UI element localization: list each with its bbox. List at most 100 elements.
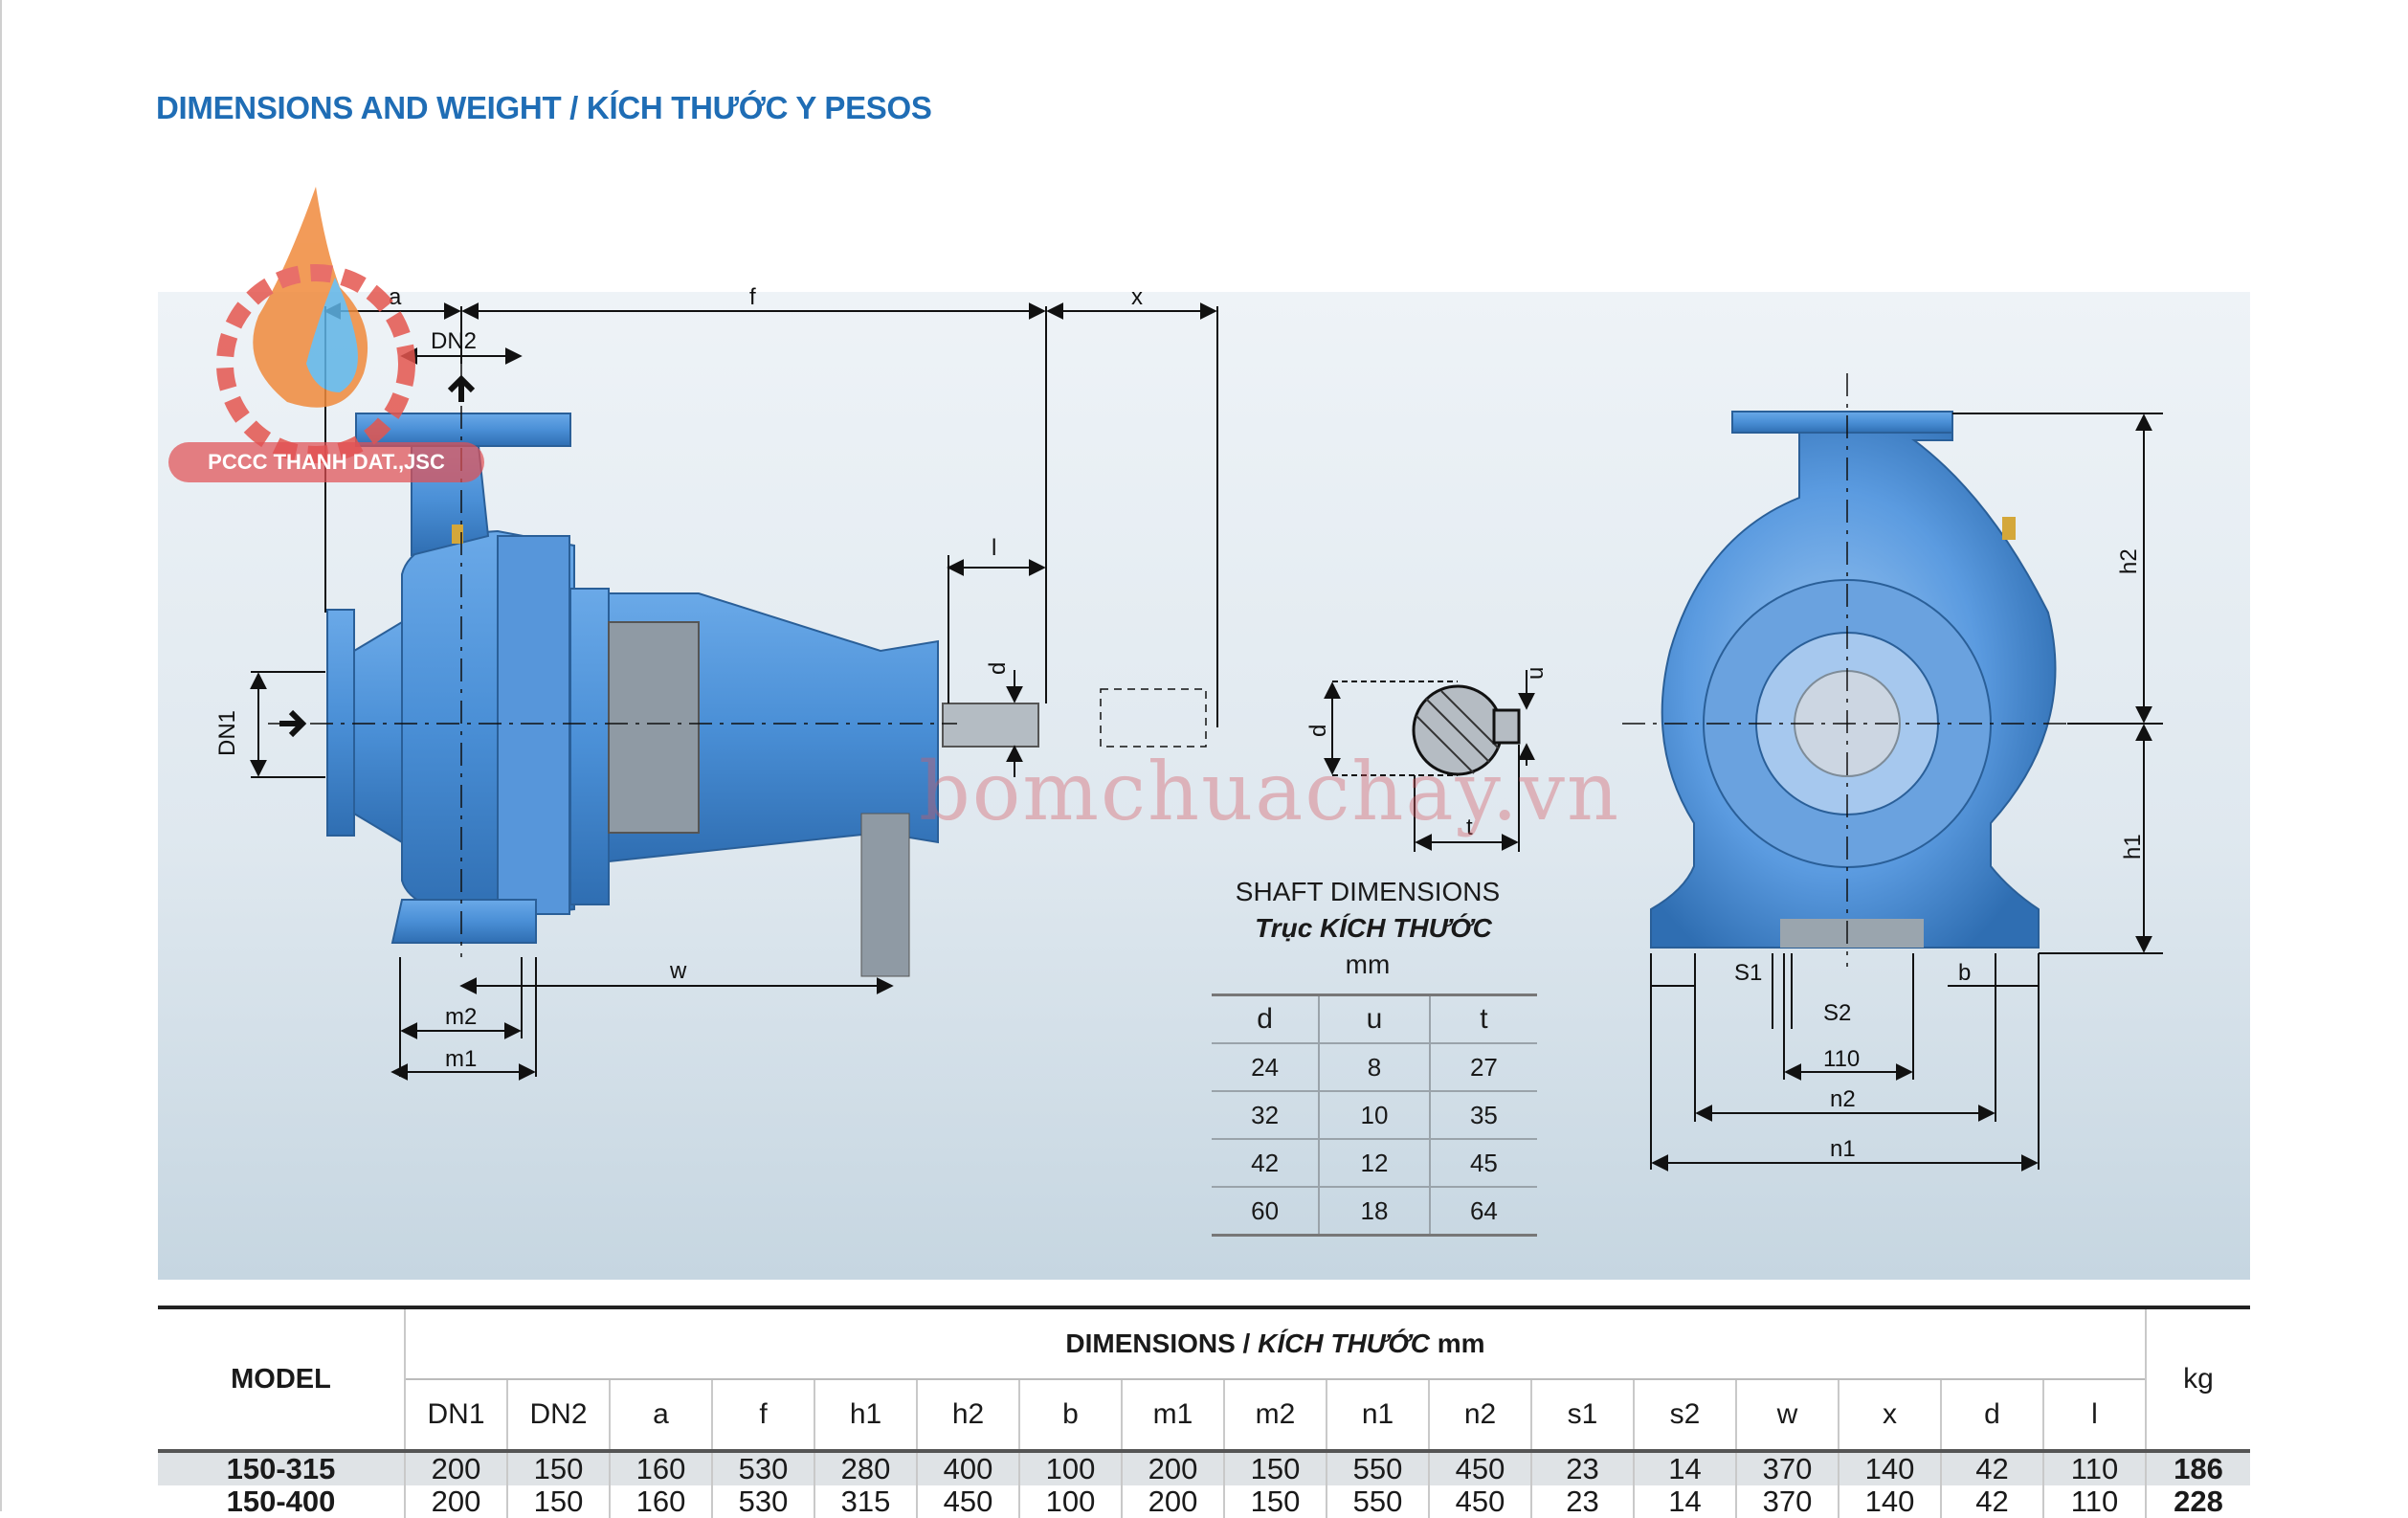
dimension-cell: 200 (404, 1485, 507, 1518)
dimension-cell: 150 (506, 1485, 610, 1518)
table-row: 32 10 35 (1212, 1091, 1537, 1140)
column-header: h2 (916, 1378, 1019, 1451)
weight-cell: 228 (2145, 1485, 2250, 1518)
dimension-cell: 140 (1838, 1485, 1941, 1518)
dimension-cell: 315 (814, 1485, 917, 1518)
watermark: bomchuachay.vn (919, 745, 1621, 838)
dimension-cell: 530 (711, 1485, 814, 1518)
front-view-pump (1650, 411, 2057, 949)
weight-cell: 186 (2145, 1449, 2250, 1485)
label-t: t (1466, 815, 1473, 840)
dimension-cell: 370 (1735, 1449, 1839, 1485)
label-l: l (992, 535, 996, 561)
dimension-cell: 200 (404, 1449, 507, 1485)
dimension-cell: 160 (609, 1449, 712, 1485)
dimensions-header: DIMENSIONS / KÍCH THƯỚC mm (405, 1306, 2146, 1379)
label-m2: m2 (445, 1004, 477, 1030)
shaft-header-d: d (1212, 993, 1320, 1044)
label-d-shaft: d (1305, 725, 1331, 737)
column-header: n2 (1428, 1378, 1531, 1451)
column-header: m1 (1121, 1378, 1224, 1451)
label-110: 110 (1823, 1046, 1860, 1072)
column-header: x (1838, 1378, 1941, 1451)
column-header: n1 (1326, 1378, 1429, 1451)
side-view-dimensions (250, 302, 1218, 1081)
shaft-subtitle: Trục KÍCH THƯỚC (1255, 913, 1492, 943)
shaft-header-t: t (1428, 993, 1537, 1044)
label-x: x (1131, 284, 1143, 310)
kg-header: kg (2145, 1306, 2250, 1451)
label-dn1: DN1 (214, 710, 240, 756)
label-m1: m1 (445, 1046, 477, 1072)
label-h2: h2 (2116, 548, 2142, 574)
dimension-cell: 150 (506, 1449, 610, 1485)
label-w: w (669, 958, 687, 984)
shaft-title: SHAFT DIMENSIONS (1235, 877, 1501, 906)
page-title: DIMENSIONS AND WEIGHT / KÍCH THƯỚC Y PES… (156, 90, 932, 125)
label-dn2: DN2 (431, 328, 477, 354)
label-u: u (1523, 667, 1549, 680)
column-header: l (2042, 1378, 2146, 1451)
table-row: 24 8 27 (1212, 1043, 1537, 1092)
dimension-cell: 450 (916, 1485, 1019, 1518)
dimension-cell: 530 (711, 1449, 814, 1485)
label-f: f (749, 284, 756, 310)
column-header: DN2 (506, 1378, 610, 1451)
model-cell: 150-315 (158, 1449, 405, 1485)
dimension-cell: 280 (814, 1449, 917, 1485)
shaft-cell: 8 (1318, 1043, 1430, 1092)
column-header: w (1735, 1378, 1839, 1451)
dimension-cell: 14 (1633, 1449, 1736, 1485)
dimension-cell: 160 (609, 1485, 712, 1518)
dimension-cell: 450 (1428, 1449, 1531, 1485)
label-n2: n2 (1830, 1086, 1856, 1112)
dimension-cell: 370 (1735, 1485, 1839, 1518)
shaft-cell: 12 (1318, 1139, 1430, 1188)
dimension-cell: 450 (1428, 1485, 1531, 1518)
label-b: b (1958, 960, 1971, 986)
column-header: s1 (1530, 1378, 1634, 1451)
model-cell: 150-400 (226, 1485, 336, 1518)
column-header: s2 (1633, 1378, 1736, 1451)
shaft-section (1324, 670, 1535, 852)
shaft-cell: 18 (1318, 1187, 1430, 1237)
dimension-cell: 550 (1326, 1485, 1429, 1518)
dimension-cell: 100 (1018, 1449, 1122, 1485)
column-header: DN1 (404, 1378, 507, 1451)
dimension-cell: 140 (1838, 1449, 1941, 1485)
label-d-side: d (985, 662, 1011, 675)
label-h1: h1 (2120, 834, 2146, 859)
table-row: 42 12 45 (1212, 1139, 1537, 1188)
dimension-cell: 400 (916, 1449, 1019, 1485)
shaft-cell: 10 (1318, 1091, 1430, 1140)
dimension-cell: 200 (1121, 1449, 1224, 1485)
side-view-pump (326, 413, 1039, 977)
column-header: m2 (1223, 1378, 1327, 1451)
label-s2: S2 (1823, 1000, 1851, 1026)
shaft-cell: 32 (1212, 1091, 1320, 1140)
dimensions-header-italic: KÍCH THƯỚC (1258, 1328, 1430, 1358)
shaft-cell: 35 (1428, 1091, 1537, 1140)
column-header: h1 (814, 1378, 917, 1451)
logo-text: PCCC THANH DAT.,JSC (168, 442, 484, 482)
label-a: a (389, 284, 402, 310)
shaft-cell: 24 (1212, 1043, 1320, 1092)
dimension-cell: 110 (2042, 1449, 2146, 1485)
shaft-unit: mm (1345, 949, 1391, 979)
column-header: f (711, 1378, 814, 1451)
front-view-dimensions (1622, 373, 2163, 1172)
shaft-cell: 60 (1212, 1187, 1320, 1237)
column-header: b (1018, 1378, 1122, 1451)
dimension-cell: 150 (1223, 1449, 1327, 1485)
shaft-header-u: u (1318, 993, 1430, 1044)
shaft-cell: 45 (1428, 1139, 1537, 1188)
dimensions-header-prefix: DIMENSIONS / (1065, 1328, 1259, 1358)
shaft-cell: 27 (1428, 1043, 1537, 1092)
dimension-cell: 200 (1121, 1485, 1224, 1518)
model-header: MODEL (158, 1306, 406, 1451)
